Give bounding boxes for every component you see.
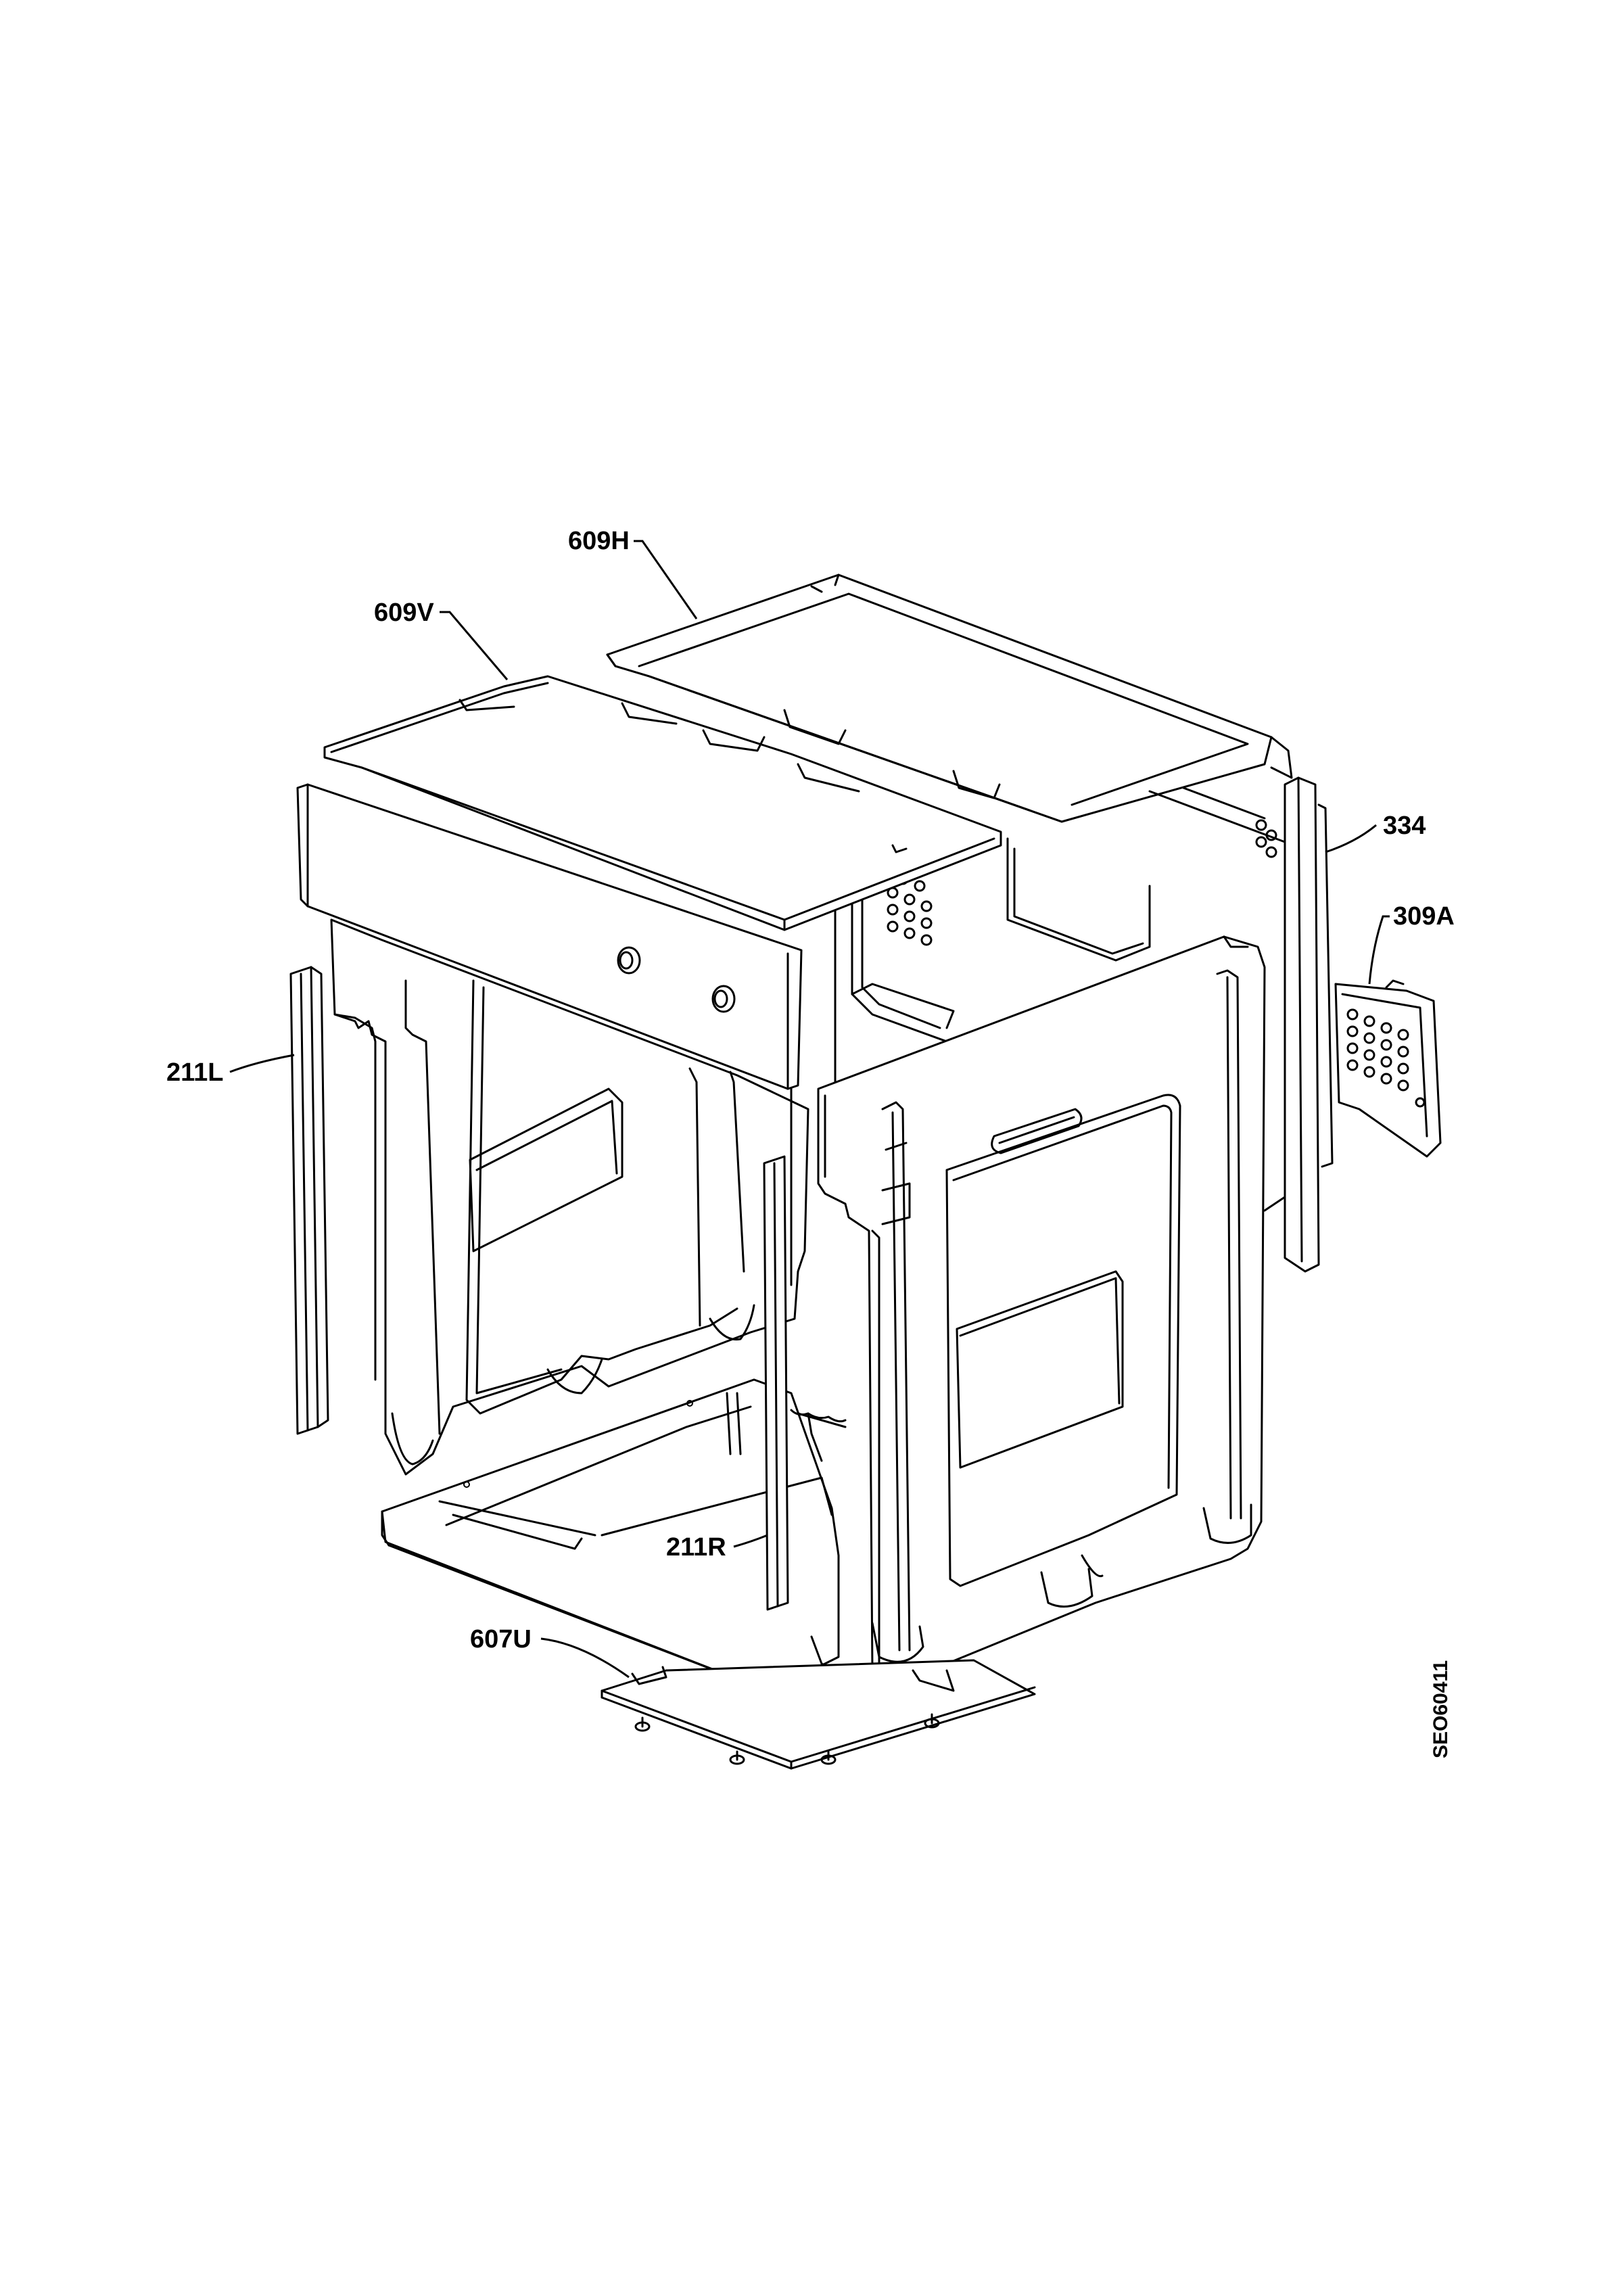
leader-334 bbox=[1325, 824, 1377, 853]
part-334-rear-insulation bbox=[1284, 776, 1334, 1273]
part-211r-right-strip bbox=[763, 1155, 789, 1611]
label-211l: 211L bbox=[166, 1058, 224, 1087]
drawing-code: SEO60411 bbox=[1430, 1660, 1452, 1758]
label-334: 334 bbox=[1383, 812, 1426, 840]
part-labels: 609H 609V 334 309A 211L 211R 607U SEO604… bbox=[166, 527, 1455, 1758]
label-607u: 607U bbox=[470, 1625, 532, 1654]
label-609v: 609V bbox=[374, 599, 434, 627]
part-211l-left-strip bbox=[289, 966, 329, 1435]
part-control-fascia bbox=[296, 783, 803, 1090]
leader-607u bbox=[540, 1637, 630, 1679]
part-607u-bottom-plate bbox=[601, 1659, 1036, 1770]
part-bottom-tray bbox=[381, 1378, 847, 1685]
part-right-side-panel bbox=[817, 935, 1266, 1679]
part-609v-top-front-panel bbox=[323, 675, 1002, 931]
leader-609v bbox=[440, 611, 509, 680]
part-left-side-panel bbox=[330, 918, 809, 1476]
leader-lines bbox=[229, 540, 1390, 1679]
label-609h: 609H bbox=[568, 527, 630, 555]
part-609h-top-rear-panel bbox=[606, 573, 1293, 823]
part-309a-rear-cover bbox=[1334, 979, 1442, 1158]
leader-211l bbox=[229, 1054, 295, 1073]
leader-609h bbox=[634, 540, 698, 619]
leader-309a bbox=[1368, 915, 1390, 985]
label-211r: 211R bbox=[666, 1533, 726, 1562]
label-309a: 309A bbox=[1393, 902, 1455, 931]
leader-211r bbox=[733, 1534, 768, 1548]
